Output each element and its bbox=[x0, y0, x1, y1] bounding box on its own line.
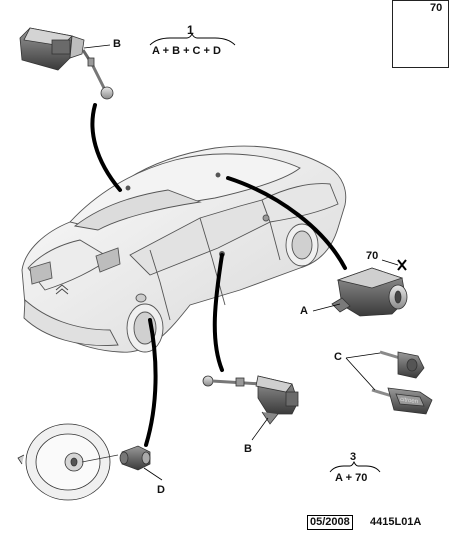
callout-b-top: B bbox=[113, 38, 121, 50]
leader-d bbox=[144, 318, 158, 447]
item-70-marker bbox=[381, 259, 407, 271]
callout-c: C bbox=[334, 351, 342, 363]
part-b-top-door-lock bbox=[19, 27, 114, 100]
footer-reference: 4415L01A bbox=[370, 516, 422, 528]
group-3-formula: A + 70 bbox=[335, 472, 368, 484]
part-d-lock-cylinder bbox=[119, 445, 151, 471]
callout-d: D bbox=[157, 484, 165, 496]
group-1-bracket bbox=[149, 32, 236, 46]
box-70-label: 70 bbox=[430, 2, 443, 14]
part-b-bottom-door-lock bbox=[202, 375, 299, 425]
group-3-bracket bbox=[329, 460, 381, 473]
callout-a: A bbox=[300, 305, 308, 317]
leader-a bbox=[226, 176, 347, 270]
footer-date: 05/2008 bbox=[307, 515, 353, 530]
group-3-number: 3 bbox=[350, 451, 357, 463]
group-1-number: 1 bbox=[187, 23, 194, 37]
callout-70: 70 bbox=[366, 250, 379, 262]
part-d-fuel-cap bbox=[17, 423, 119, 501]
leader-b-bottom bbox=[212, 253, 224, 372]
leader-b-top bbox=[90, 103, 122, 192]
part-a-ignition-barrel bbox=[331, 267, 408, 317]
c-leader-lines bbox=[345, 352, 381, 391]
car-illustration bbox=[21, 145, 347, 353]
leader-lines bbox=[90, 103, 347, 447]
part-c-keys bbox=[371, 350, 433, 415]
group-1-formula: A + B + C + D bbox=[152, 45, 221, 57]
callout-b-bottom: B bbox=[244, 443, 252, 455]
item-70-reference-box bbox=[392, 0, 449, 68]
